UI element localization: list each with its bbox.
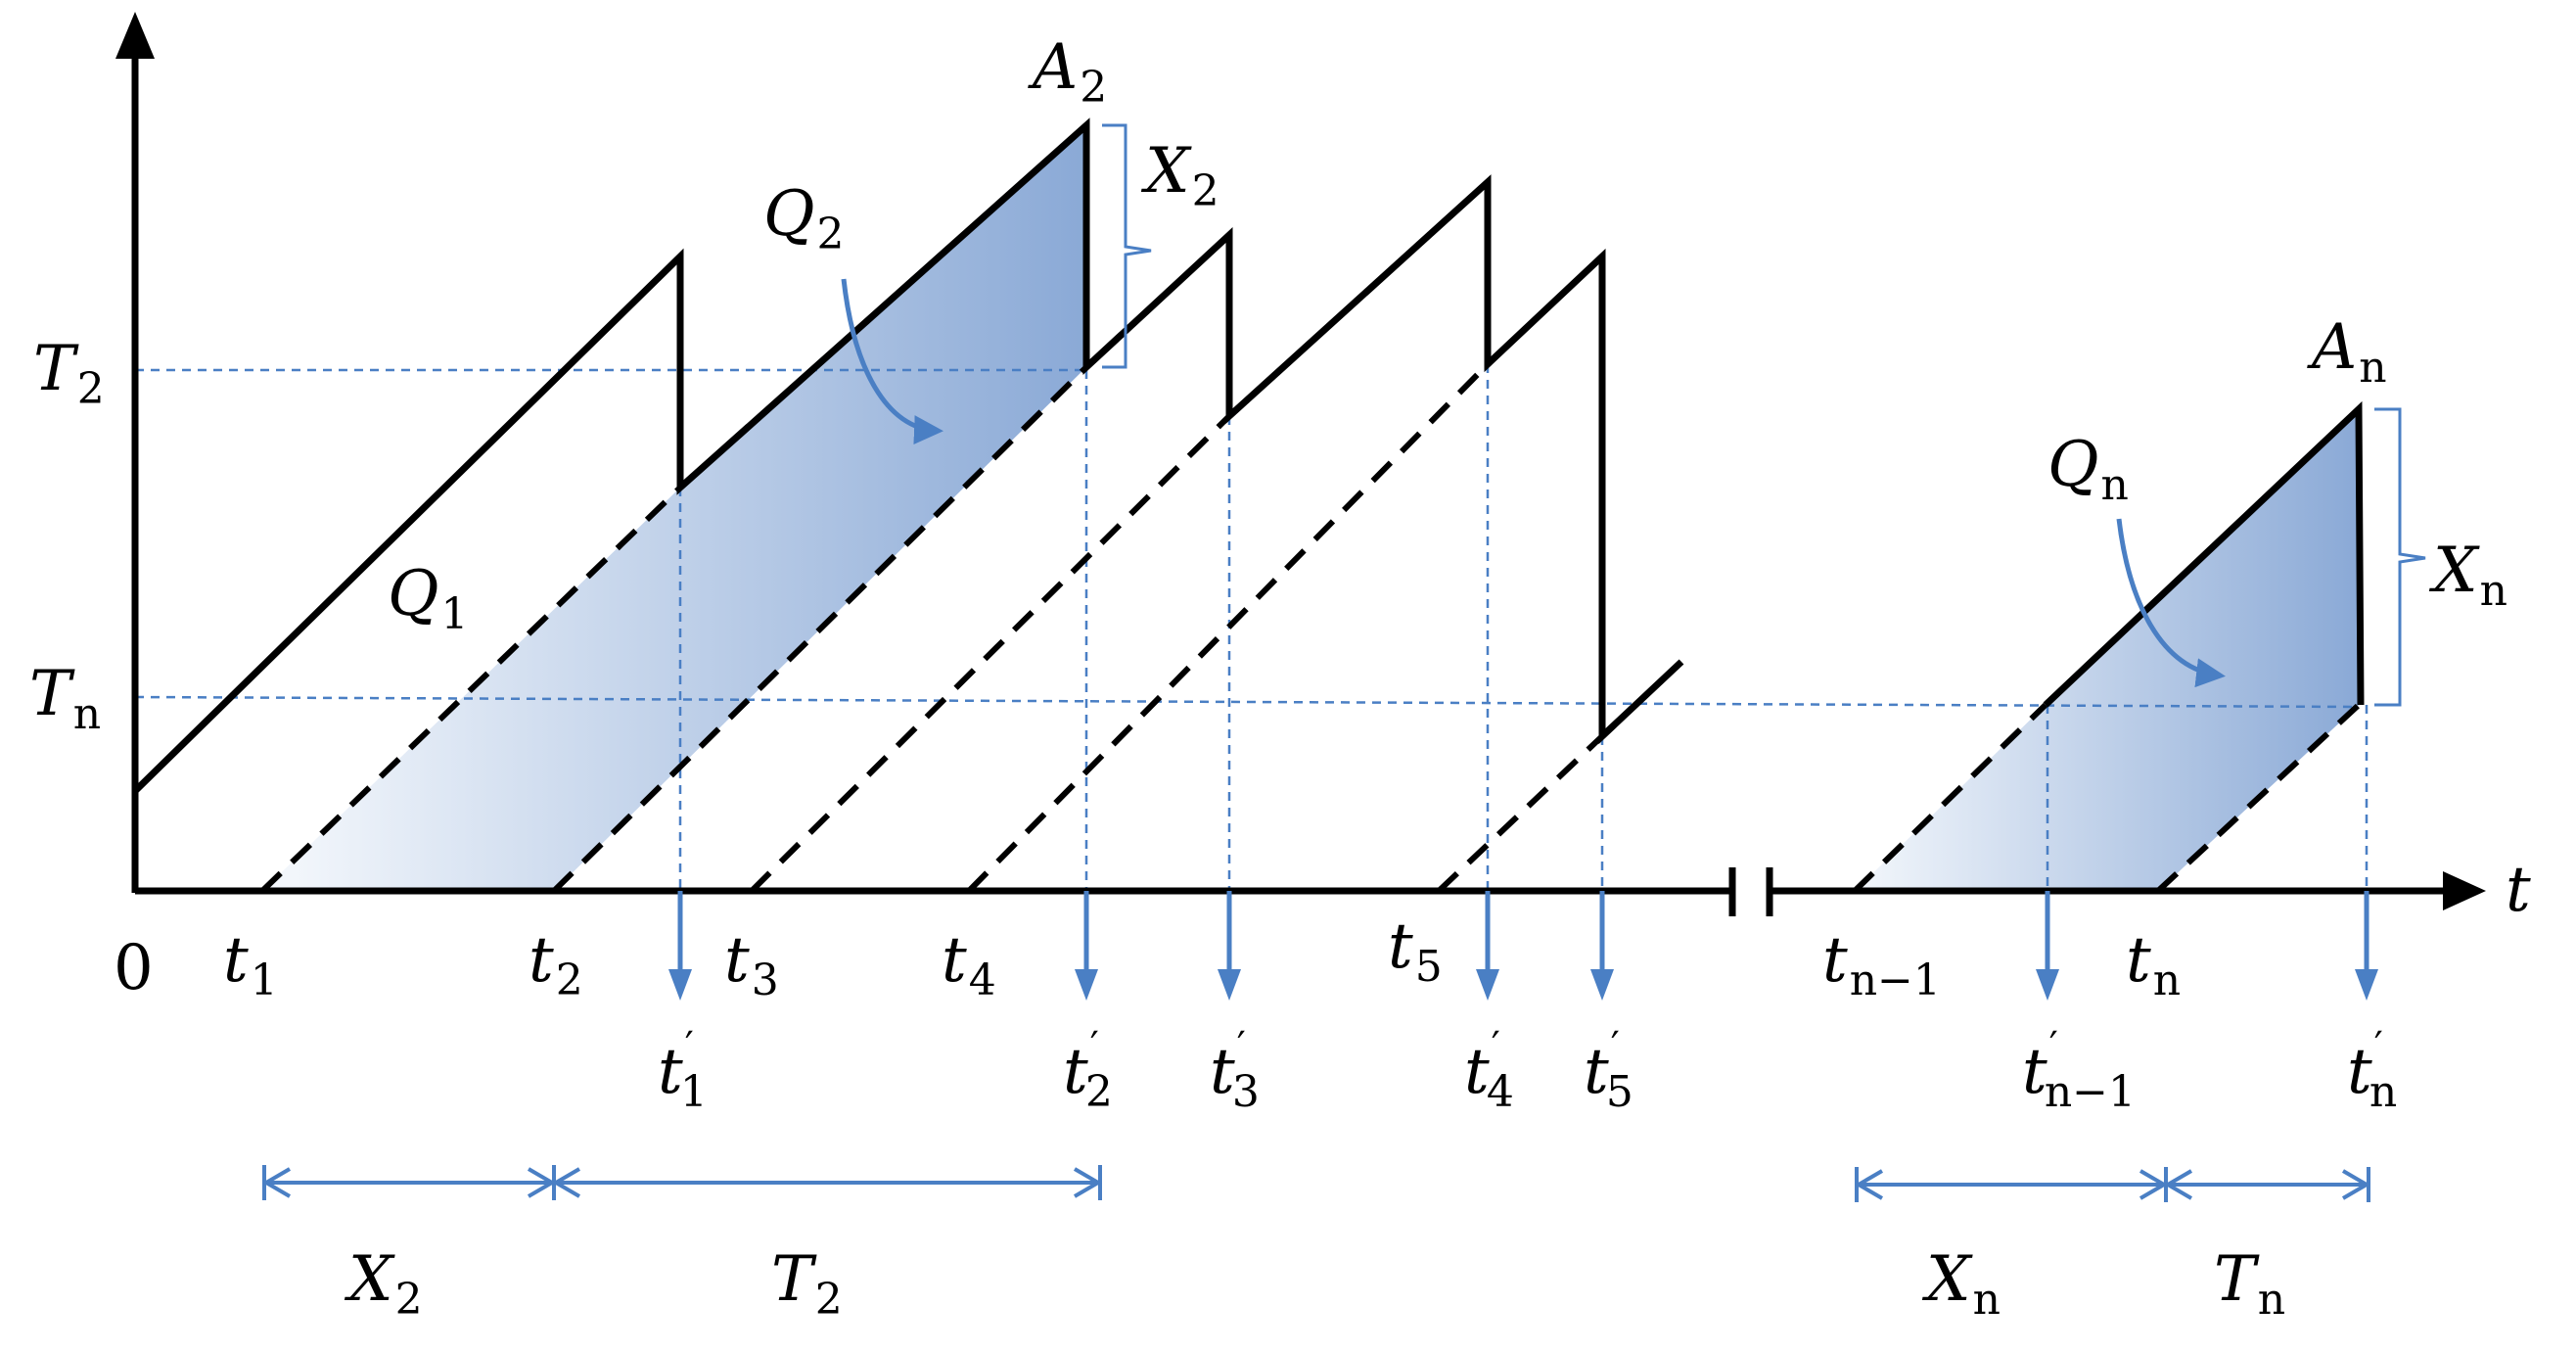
ramp-dashed-n	[2155, 702, 2362, 894]
brace-x2	[1102, 123, 1152, 369]
tprime-label-3: t′3	[1210, 1024, 1260, 1117]
arrowhead-tn1prime	[2036, 969, 2059, 1001]
region-label-q1: Q1	[388, 558, 468, 639]
tprime-label-1: t′1	[658, 1024, 708, 1117]
interval-label-t2: T2	[771, 1243, 843, 1325]
tprime-label-2: t′2	[1063, 1024, 1113, 1117]
arrowhead-t2prime	[1075, 969, 1098, 1001]
jump-label-xn: Xn	[2428, 535, 2507, 616]
tprime-arrows	[668, 891, 2378, 1001]
arrowhead-t4prime	[1476, 969, 1499, 1001]
ramp-dashed-2	[551, 364, 1089, 894]
x-axis-arrowhead	[2443, 871, 2486, 910]
region-label-qn: Qn	[2047, 429, 2129, 510]
jump-braces	[1102, 123, 2426, 707]
brace-xn	[2374, 407, 2426, 707]
arrowhead-t5prime	[1590, 969, 1614, 1001]
dashed-ramps	[259, 361, 2362, 894]
tprime-label-5: t′5	[1584, 1024, 1633, 1117]
ramp-dashed-3	[749, 413, 1232, 894]
interval-arrows	[262, 1165, 2370, 1202]
sawtooth-n	[2043, 400, 2365, 708]
interval-label-tn: Tn	[2214, 1243, 2285, 1325]
t-label-3: t3	[724, 924, 779, 1005]
t-label-5: t5	[1388, 910, 1443, 992]
origin-label: 0	[114, 932, 154, 1004]
sawtooth-main	[132, 117, 1684, 794]
arrowhead-tnprime	[2355, 969, 2378, 1001]
interval-label-x2: X2	[344, 1243, 423, 1325]
ramp-dashed-n1	[1852, 702, 2048, 894]
peak-label-a2: A2	[1028, 31, 1107, 113]
interval-label-xn: Xn	[1921, 1243, 2001, 1325]
ramp-dashed-1	[259, 485, 683, 894]
tprime-label-4: t′4	[1464, 1024, 1514, 1117]
interval-arrowheads	[262, 1167, 2370, 1200]
t-label-n1: tn−1	[1822, 924, 1941, 1005]
axes	[131, 55, 2447, 916]
y-axis-arrowhead	[115, 12, 155, 59]
q2-pointer	[841, 278, 943, 445]
y-label-tn: Tn	[29, 658, 101, 739]
q-pointers	[841, 278, 2226, 688]
tprime-label-n: t′n	[2347, 1024, 2397, 1117]
arrowhead-t3prime	[1218, 969, 1241, 1001]
region-label-q2: Q2	[763, 178, 844, 259]
reference-lines	[134, 364, 2369, 891]
y-label-t2: T2	[33, 333, 105, 414]
tn-level-line	[134, 695, 2360, 709]
arrowhead-t1prime	[668, 969, 692, 1001]
t-label-2: t2	[529, 924, 583, 1005]
t-label-1: t1	[223, 924, 278, 1005]
sawtooth-curves	[132, 117, 2365, 794]
t-label-n: tn	[2126, 924, 2181, 1005]
t-label-4: t4	[942, 924, 996, 1005]
tprime-label-n1: t′n−1	[2022, 1024, 2136, 1117]
t-axis-label: t	[2506, 854, 2531, 926]
qn-pointer	[2116, 518, 2226, 688]
peak-label-an: An	[2307, 311, 2387, 393]
jump-label-x2: X2	[1140, 135, 1219, 216]
ramp-dashed-5	[1436, 733, 1605, 894]
